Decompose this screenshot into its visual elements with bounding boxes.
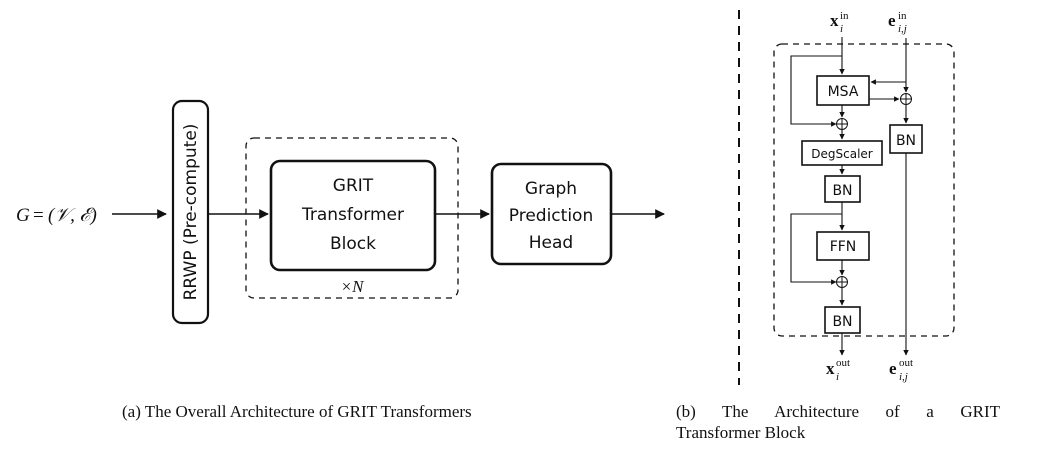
head-line-1: Graph [525, 179, 577, 199]
caption-b-line-1: (b) The Architecture of a GRIT [676, 402, 1000, 421]
node-residual-add-2 [836, 276, 848, 288]
panel-a: G = (𝒱, ℰ) RRWP (Pre-compute) ×N GRIT Tr… [16, 99, 665, 325]
edge-bn-label: BN [896, 133, 916, 149]
bn1-box [824, 175, 861, 203]
repeat-container [245, 137, 459, 299]
input-graph-equals: = [33, 205, 44, 226]
grit-block-line-1: GRIT [333, 176, 374, 196]
grit-block-line-3: Block [330, 234, 376, 254]
ffn-label: FFN [830, 239, 857, 255]
bn2-box [824, 306, 861, 334]
x-in-superscript: in [840, 10, 849, 22]
input-graph-symbol: G [16, 205, 30, 226]
x-out-symbol: x [826, 359, 835, 378]
edge-bn-box [889, 124, 923, 154]
x-in-subscript: i [840, 23, 843, 35]
degscaler-label: DegScaler [811, 147, 873, 161]
msa-label: MSA [828, 84, 859, 100]
repeat-count-label: ×N [341, 277, 365, 296]
e-in-symbol: e [888, 11, 896, 30]
caption-a: (a) The Overall Architecture of GRIT Tra… [122, 402, 472, 421]
e-in-subscript: i,j [898, 23, 907, 35]
edge-residual-add [900, 93, 912, 105]
degscaler-box [801, 140, 883, 166]
e-in-superscript: in [898, 10, 907, 22]
input-graph-definition: (𝒱, ℰ) [48, 205, 97, 226]
grit-block-line-2: Transformer [301, 205, 404, 225]
bn2-label: BN [832, 314, 852, 330]
x-out-subscript: i [836, 371, 839, 383]
head-line-3: Head [529, 233, 573, 253]
residual-2-path [790, 213, 842, 285]
x-out-superscript: out [836, 357, 850, 369]
msa-box [816, 75, 870, 106]
block-container [773, 43, 955, 337]
grit-block [269, 159, 437, 272]
e-out-symbol: e [889, 359, 897, 378]
rrwp-label: RRWP (Pre-compute) [181, 124, 201, 301]
residual-1-path [790, 55, 842, 127]
bn1-label: BN [832, 183, 852, 199]
x-in-symbol: x [830, 11, 839, 30]
node-residual-add-1 [836, 118, 848, 130]
e-out-subscript: i,j [899, 371, 908, 383]
ffn-box [816, 231, 870, 261]
head-line-2: Prediction [509, 206, 593, 226]
e-out-superscript: out [899, 357, 913, 369]
rrwp-box [171, 99, 210, 325]
panel-b: x in i e in i,j MSA BN [773, 10, 955, 383]
caption-b-line-2: Transformer Block [676, 423, 806, 442]
